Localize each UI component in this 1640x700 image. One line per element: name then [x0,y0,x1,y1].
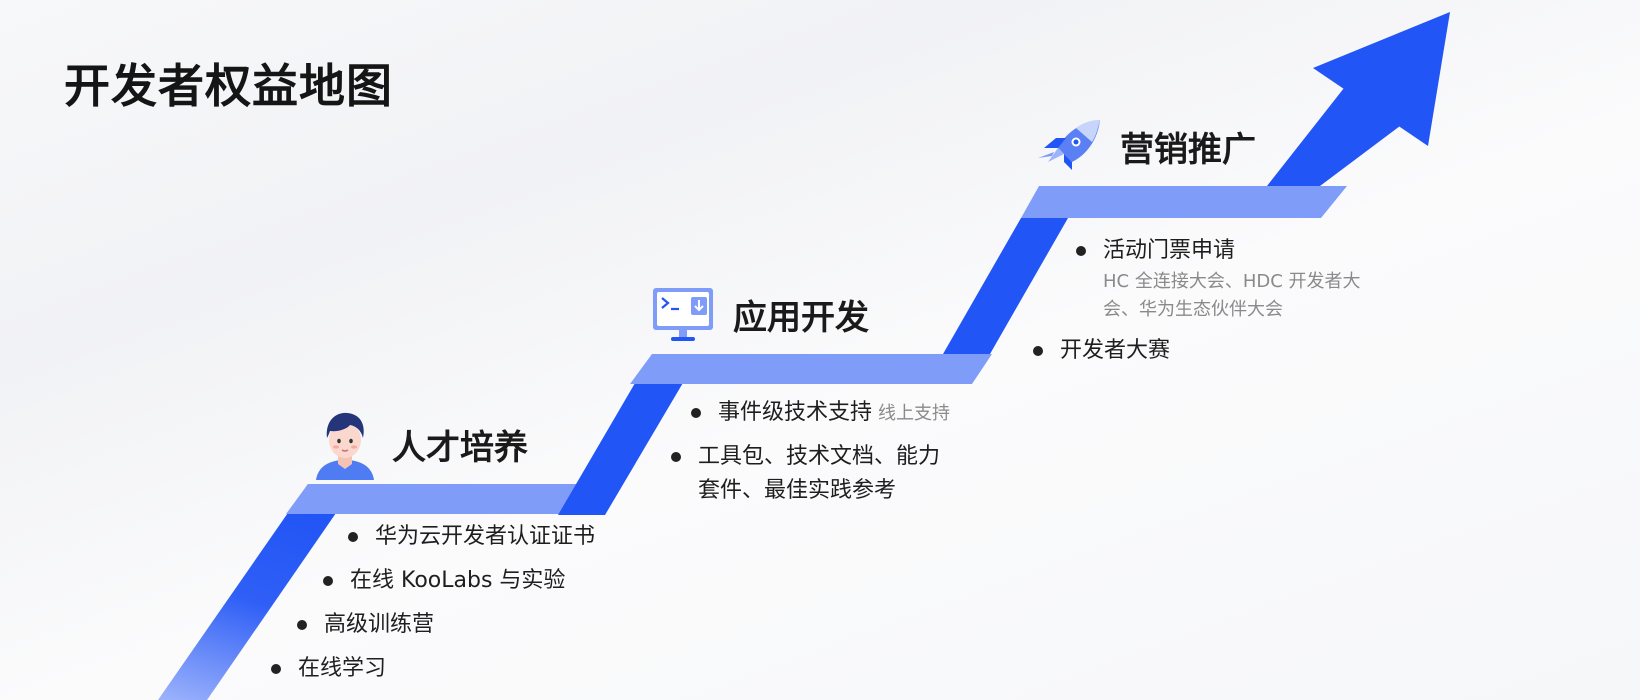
item-text: 华为云开发者认证证书 [375,524,596,549]
list-item: 高级训练营 [297,608,435,642]
bullet-dot [671,452,681,462]
bullet-dot [348,532,358,542]
item-text: 高级训练营 [324,612,435,637]
list-item: 华为云开发者认证证书 [348,520,596,554]
page-title: 开发者权益地图 [64,59,393,113]
list-item: 在线 KooLabs 与实验 [323,564,566,598]
step-platform-2 [630,354,992,384]
item-text: 活动门票申请 [1103,238,1236,263]
item-subtext: HC 全连接大会、HDC 开发者大会、华为生态伙伴大会 [1103,271,1361,320]
item-note: 线上支持 [878,403,951,424]
stage-title-talent: 人才培养 [392,428,528,468]
step-platform-1 [286,484,580,514]
bullet-dot [691,408,701,418]
rise-segment-3 [943,218,1068,354]
list-item: 在线学习 [271,652,387,686]
stage-title-marketing: 营销推广 [1120,130,1256,170]
item-text: 在线 KooLabs 与实验 [350,568,566,593]
stage-title-app-dev: 应用开发 [733,298,869,338]
list-item: 活动门票申请 HC 全连接大会、HDC 开发者大会、华为生态伙伴大会 [1076,234,1393,324]
rise-segment-1 [158,484,356,700]
bullet-dot [1033,346,1043,356]
bullet-dot [323,576,333,586]
bullet-dot [1076,246,1086,256]
step-platform-3 [1021,186,1347,218]
developer-avatar-icon [316,412,374,480]
item-text-continuation: 套件、最佳实践参考 [698,478,897,503]
rise-segment-2 [558,354,700,515]
arrow-shaft [1267,88,1400,186]
arrow-head [1313,12,1450,146]
bullet-dot [297,620,307,630]
item-text: 事件级技术支持 [718,400,873,425]
rocket-icon [1038,120,1100,170]
bullet-dot [271,664,281,674]
list-item: 事件级技术支持线上支持 [691,396,951,430]
item-text: 开发者大赛 [1060,338,1171,363]
list-item: 工具包、技术文档、能力 套件、最佳实践参考 [671,440,941,508]
item-text: 工具包、技术文档、能力 [698,444,941,469]
item-text: 在线学习 [298,656,387,681]
list-item: 开发者大赛 [1033,334,1171,368]
monitor-download-icon [653,288,713,341]
